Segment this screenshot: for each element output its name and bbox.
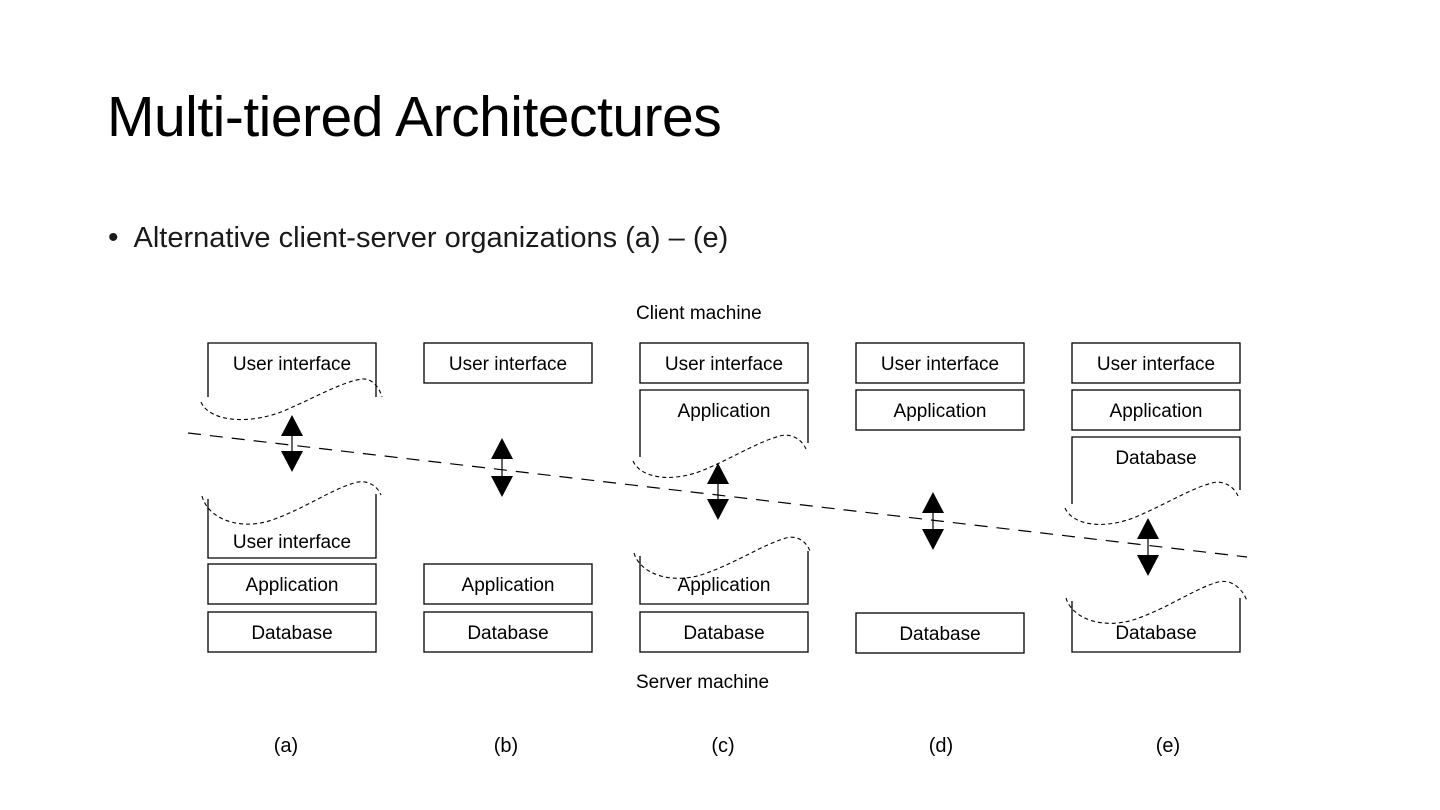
server-ui-open-box [207, 494, 377, 559]
arrow-head-up [491, 438, 513, 459]
torn-edge-curve [201, 481, 382, 525]
page-title: Multi-tiered Architectures [107, 85, 722, 149]
client-ui-box [1071, 342, 1241, 384]
column-caption: (a) [274, 735, 298, 757]
server-database-box [423, 611, 593, 653]
box-label: Database [899, 624, 980, 645]
box-label: User interface [881, 354, 999, 375]
bullet-item: • Alternative client-server organization… [108, 219, 728, 257]
box-label: Application [462, 575, 555, 596]
torn-edge-curve [1065, 580, 1248, 624]
updown-arrow-icon [491, 438, 513, 497]
box-label: User interface [449, 354, 567, 375]
torn-edge-curve [200, 378, 383, 421]
bullet-text: Alternative client-server organizations … [133, 222, 729, 254]
box-label: Application [894, 401, 987, 422]
arrow-head-up [922, 492, 944, 513]
server-machine-label: Server machine [636, 672, 769, 693]
box-label: Database [683, 623, 764, 644]
client-ui-box [423, 342, 593, 384]
arrow-head-down [491, 476, 513, 497]
box-label: Database [1115, 448, 1196, 469]
box-label: Database [1115, 623, 1196, 644]
box-label: User interface [1097, 354, 1215, 375]
column-c: User interface Application Application D… [632, 342, 811, 757]
box-label: Application [678, 401, 771, 422]
box-label: Database [467, 623, 548, 644]
client-database-open-box [1071, 436, 1241, 504]
box-label: Application [246, 575, 339, 596]
updown-arrow-icon [281, 415, 303, 472]
arrow-head-up [707, 463, 729, 484]
updown-arrow-icon [1137, 518, 1159, 576]
box-label: User interface [665, 354, 783, 375]
column-caption: (b) [494, 735, 518, 757]
arrow-head-up [1137, 518, 1159, 539]
server-database-box [639, 611, 809, 653]
server-application-open-box [639, 551, 809, 605]
client-ui-open-box [207, 342, 377, 397]
arrow-head-up [281, 415, 303, 436]
column-a: User interface User interface Applicatio… [200, 342, 383, 757]
torn-edge-curve [632, 434, 807, 478]
client-application-box [1071, 389, 1241, 431]
arrow-head-down [281, 451, 303, 472]
server-database-box [855, 612, 1025, 654]
torn-edge-curve [1064, 481, 1239, 525]
column-caption: (e) [1156, 735, 1180, 757]
server-application-box [207, 563, 377, 605]
column-e: User interface Application Database Data… [1064, 342, 1248, 757]
arrow-head-down [922, 529, 944, 550]
column-caption: (c) [711, 735, 734, 757]
box-label: Application [678, 575, 771, 596]
bullet-icon: • [108, 221, 119, 254]
column-b: User interface Application Database (b) [423, 342, 593, 757]
box-label: Database [251, 623, 332, 644]
updown-arrow-icon [707, 463, 729, 520]
box-label: Application [1110, 401, 1203, 422]
server-database-box [207, 611, 377, 653]
arrow-head-down [707, 499, 729, 520]
client-application-open-box [639, 389, 809, 457]
client-application-box [855, 389, 1025, 431]
box-label: User interface [233, 532, 351, 553]
server-application-box [423, 563, 593, 605]
server-database-open-box [1071, 598, 1241, 653]
column-d: User interface Application Database (d) [855, 342, 1025, 757]
box-label: User interface [233, 354, 351, 375]
client-machine-label: Client machine [636, 303, 762, 324]
client-ui-box [855, 342, 1025, 384]
updown-arrow-icon [922, 492, 944, 550]
client-ui-box [639, 342, 809, 384]
torn-edge-curve [633, 536, 811, 579]
arrow-head-down [1137, 555, 1159, 576]
column-caption: (d) [929, 735, 953, 757]
